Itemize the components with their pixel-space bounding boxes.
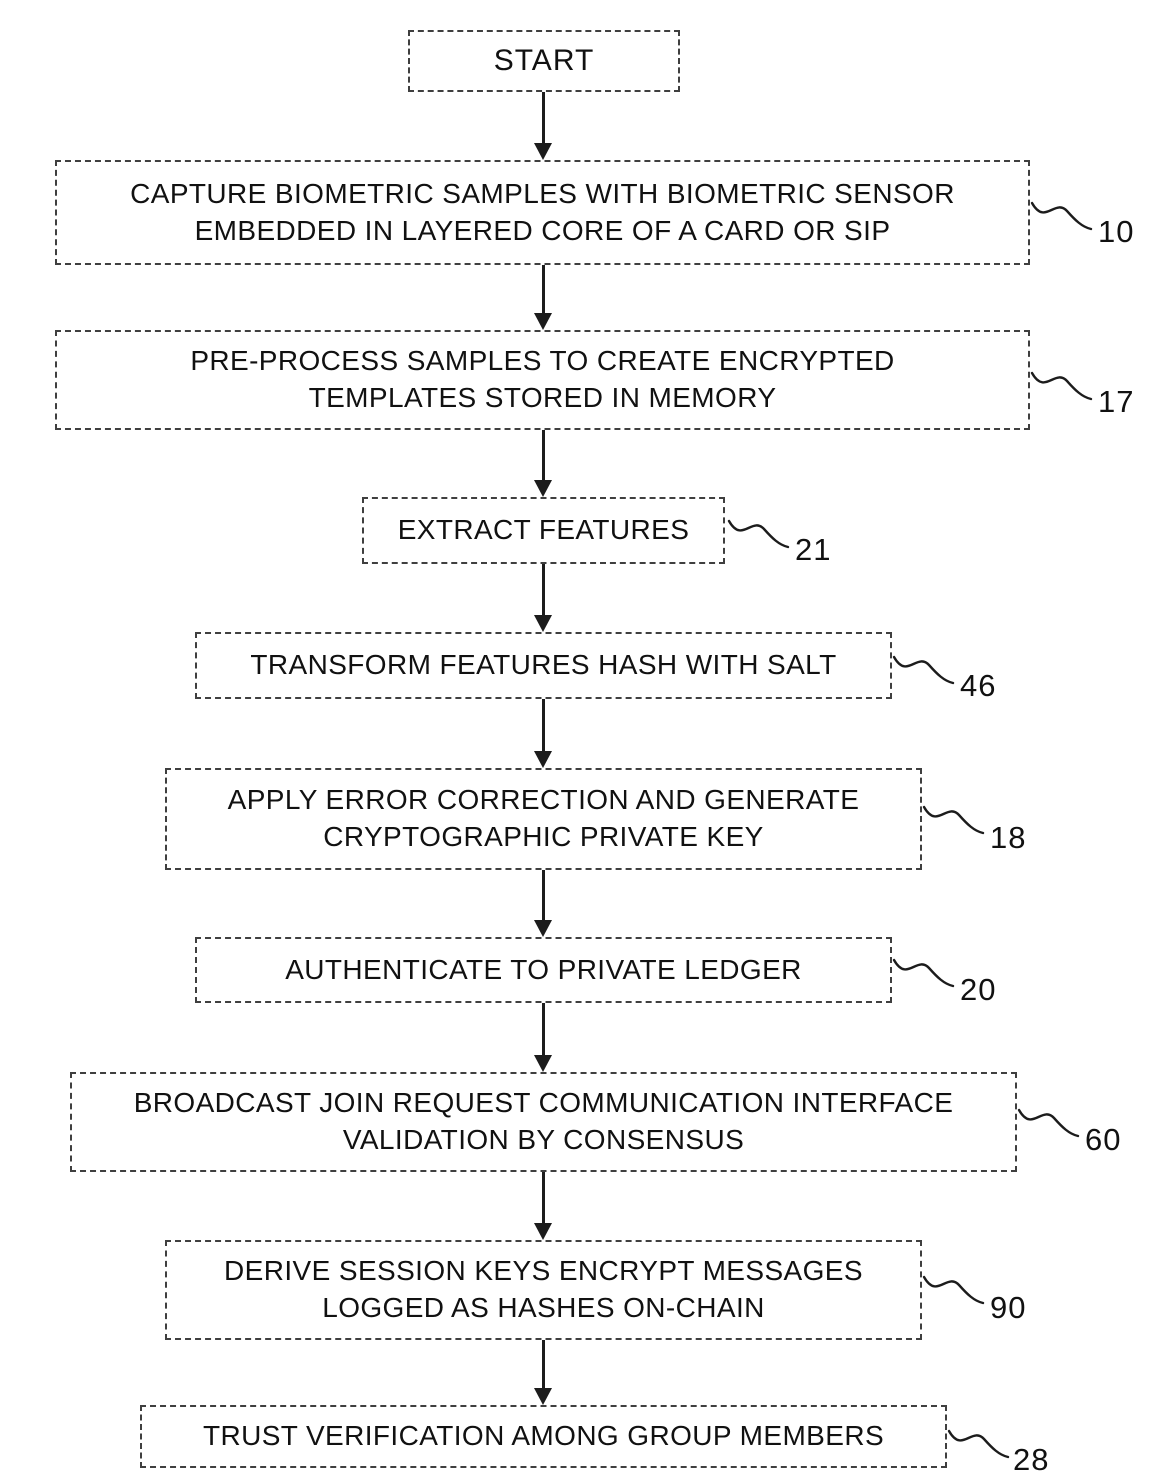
arrow-stem [541, 92, 545, 143]
ref-label-28: 28 [1013, 1442, 1050, 1477]
box-broadcast-join-request: BROADCAST JOIN REQUEST COMMUNICATION INT… [70, 1072, 1017, 1172]
box-label: TRANSFORM FEATURES HASH WITH SALT [250, 649, 837, 681]
box-capture-biometric-samples: CAPTURE BIOMETRIC SAMPLES WITH BIOMETRIC… [55, 160, 1030, 265]
ref-label-17: 17 [1098, 384, 1135, 419]
arrow-head-icon [534, 480, 552, 497]
box-derive-session-keys: DERIVE SESSION KEYS ENCRYPT MESSAGES LOG… [165, 1240, 922, 1340]
leader-line-21 [727, 519, 790, 549]
box-label: DERIVE SESSION KEYS ENCRYPT MESSAGES LOG… [224, 1255, 863, 1323]
arrow-head-icon [534, 615, 552, 632]
box-preprocess-samples: PRE-PROCESS SAMPLES TO CREATE ENCRYPTED … [55, 330, 1030, 430]
arrow-stem [541, 1172, 545, 1223]
ref-label-18: 18 [990, 820, 1027, 855]
down-arrow-connector [531, 1003, 555, 1072]
box-extract-features: EXTRACT FEATURES [362, 497, 725, 564]
arrow-head-icon [534, 751, 552, 768]
box-apply-error-correction: APPLY ERROR CORRECTION AND GENERATE CRYP… [165, 768, 922, 870]
ref-label-90: 90 [990, 1290, 1027, 1325]
box-label: PRE-PROCESS SAMPLES TO CREATE ENCRYPTED … [190, 345, 895, 413]
ref-label-46: 46 [960, 668, 997, 703]
start-box: START [408, 30, 680, 92]
ref-label-10: 10 [1098, 214, 1135, 249]
arrow-stem [541, 699, 545, 751]
leader-line-10 [1030, 201, 1093, 231]
box-label: APPLY ERROR CORRECTION AND GENERATE CRYP… [227, 784, 860, 852]
leader-line-20 [892, 958, 955, 988]
arrow-head-icon [534, 143, 552, 160]
arrow-stem [541, 1003, 545, 1055]
arrow-head-icon [534, 1055, 552, 1072]
down-arrow-connector [531, 870, 555, 937]
down-arrow-connector [531, 92, 555, 160]
leader-line-60 [1017, 1108, 1080, 1138]
arrow-head-icon [534, 920, 552, 937]
down-arrow-connector [531, 1172, 555, 1240]
box-authenticate-ledger: AUTHENTICATE TO PRIVATE LEDGER [195, 937, 892, 1003]
down-arrow-connector [531, 430, 555, 497]
box-label: EXTRACT FEATURES [397, 514, 690, 546]
box-transform-features-hash: TRANSFORM FEATURES HASH WITH SALT [195, 632, 892, 699]
arrow-stem [541, 430, 545, 480]
leader-line-17 [1030, 371, 1093, 401]
leader-line-46 [892, 655, 955, 685]
leader-line-90 [922, 1275, 985, 1305]
down-arrow-connector [531, 1340, 555, 1405]
start-label: START [493, 44, 595, 78]
arrow-stem [541, 870, 545, 920]
box-trust-verification: TRUST VERIFICATION AMONG GROUP MEMBERS [140, 1405, 947, 1468]
down-arrow-connector [531, 564, 555, 632]
arrow-stem [541, 1340, 545, 1388]
box-label: TRUST VERIFICATION AMONG GROUP MEMBERS [202, 1420, 885, 1452]
arrow-head-icon [534, 1388, 552, 1405]
ref-label-60: 60 [1085, 1122, 1122, 1157]
down-arrow-connector [531, 265, 555, 330]
ref-label-20: 20 [960, 972, 997, 1007]
ref-label-21: 21 [795, 532, 832, 567]
down-arrow-connector [531, 699, 555, 768]
arrow-stem [541, 564, 545, 615]
arrow-head-icon [534, 313, 552, 330]
box-label: BROADCAST JOIN REQUEST COMMUNICATION INT… [133, 1087, 954, 1155]
leader-line-18 [922, 805, 985, 835]
arrow-stem [541, 265, 545, 313]
box-label: CAPTURE BIOMETRIC SAMPLES WITH BIOMETRIC… [130, 177, 955, 246]
box-label: AUTHENTICATE TO PRIVATE LEDGER [285, 953, 802, 985]
leader-line-28 [947, 1429, 1010, 1459]
arrow-head-icon [534, 1223, 552, 1240]
